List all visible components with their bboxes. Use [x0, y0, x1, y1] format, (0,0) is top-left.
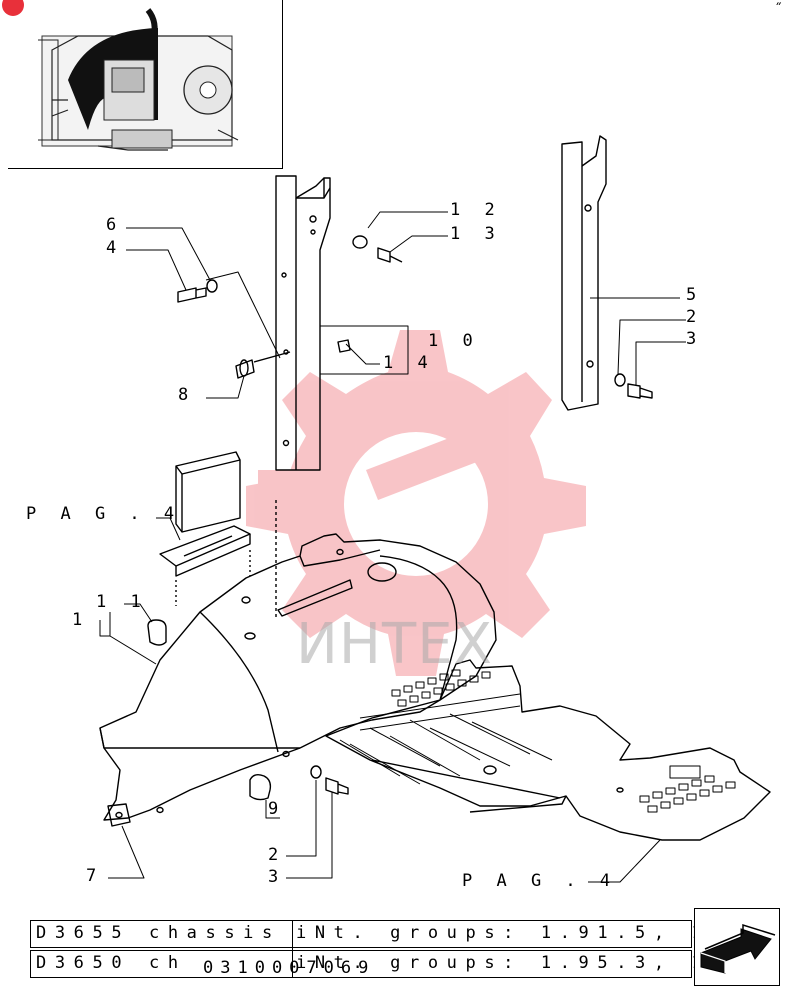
- callout-11: 1 1: [96, 592, 148, 612]
- overview-thumbnail: [38, 8, 239, 151]
- next-page-button[interactable]: [694, 908, 780, 986]
- watermark-text: ИНТЕХ: [296, 612, 493, 677]
- callout-10: 1 0: [428, 331, 480, 351]
- footer-model-1: D3655 chassis: [36, 923, 281, 943]
- callout-4: 4: [106, 238, 124, 258]
- callout-3-lower: 3: [268, 867, 286, 887]
- callout-pag-left: P A G . 4: [26, 504, 182, 524]
- callout-9: 9: [268, 799, 286, 819]
- bolt-part-3a: [627, 383, 653, 399]
- bolt-part-3b: [325, 777, 349, 795]
- callout-pag-bottom: P A G . 4: [462, 871, 618, 891]
- document-number: 0310007069: [203, 958, 376, 978]
- callout-8: 8: [178, 385, 196, 405]
- callout-13: 1 3: [450, 224, 502, 244]
- washer-part-2a: [614, 373, 626, 387]
- red-dot-icon: [2, 0, 24, 16]
- footer-groups-2: iNt. groups: 1.95.3, 1.9: [296, 953, 749, 973]
- footer-row-2: [30, 950, 692, 978]
- clip-part-14: [337, 339, 351, 353]
- rear-fender: [99, 533, 497, 821]
- page-mark: ˝: [774, 2, 783, 18]
- footer-row-1: [30, 920, 692, 948]
- footer-divider: [292, 920, 293, 978]
- pin-part-8: [235, 351, 291, 379]
- bolt-part-13: [377, 247, 403, 263]
- upright-pillar-right: [561, 135, 607, 411]
- washer-part-2b: [310, 765, 322, 779]
- washer-part-6: [206, 279, 218, 293]
- callout-3-upper: 3: [686, 329, 704, 349]
- callout-2-lower: 2: [268, 845, 286, 865]
- washer-part-12: [352, 235, 368, 249]
- callout-5: 5: [686, 285, 704, 305]
- leader-lines: [99, 211, 686, 883]
- callout-2-upper: 2: [686, 307, 704, 327]
- callout-12: 1 2: [450, 200, 502, 220]
- upright-pillar-left: [275, 175, 331, 471]
- floor-platform: [325, 659, 771, 841]
- next-page-arrow-icon: [700, 923, 776, 974]
- tread-grid: [391, 669, 736, 813]
- overview-inset: [2, 0, 283, 169]
- footer-model-2: D3650 ch: [36, 953, 187, 973]
- callout-14: 1 4: [383, 353, 435, 373]
- spacer-part-11: [147, 619, 167, 646]
- spacer-part-9: [249, 773, 272, 801]
- callout-6: 6: [106, 215, 124, 235]
- callout-1: 1: [72, 610, 90, 630]
- nut-part-7: [107, 803, 131, 827]
- callout-7: 7: [86, 866, 104, 886]
- bolt-part-4: [177, 287, 207, 303]
- footer-groups-1: iNt. groups: 1.91.5, 1.92: [296, 923, 767, 943]
